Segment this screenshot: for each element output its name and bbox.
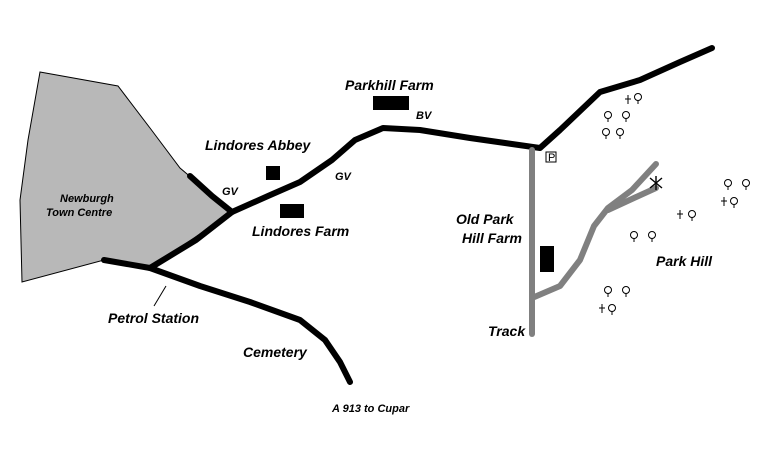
- label-a913: A 913 to Cupar: [331, 403, 410, 415]
- tree-icon: [622, 111, 630, 122]
- tree-icon: [599, 304, 605, 313]
- viewpoint-icon: [649, 176, 663, 190]
- tree-icon: [602, 128, 610, 139]
- tree-icon: [721, 197, 727, 206]
- tree-icon: [677, 210, 683, 219]
- tree-icon: [616, 128, 624, 139]
- label-old-park-hill-farm-line1: Old Park: [456, 211, 515, 227]
- label-gv-right: GV: [335, 171, 353, 183]
- label-park-hill: Park Hill: [656, 253, 713, 269]
- label-parkhill-farm: Parkhill Farm: [345, 77, 434, 93]
- road-west: [101, 257, 153, 271]
- label-lindores-farm: Lindores Farm: [252, 223, 349, 239]
- label-lindores-abbey: Lindores Abbey: [205, 137, 311, 153]
- tree-icon: [604, 286, 612, 297]
- label-town-line1: Newburgh: [60, 193, 114, 205]
- old-park-hill-farm-building: [540, 246, 554, 272]
- park-hill-path: [529, 161, 659, 301]
- tree-icon: [724, 179, 732, 190]
- label-petrol-station: Petrol Station: [108, 310, 199, 326]
- lindores-abbey-building: [266, 166, 280, 180]
- label-cemetery: Cemetery: [243, 344, 308, 360]
- parking-icon: P: [545, 151, 557, 164]
- tree-icon: [688, 210, 696, 221]
- label-gv-left: GV: [222, 186, 240, 198]
- main-road-north: [229, 45, 715, 215]
- tree-icon: [648, 231, 656, 242]
- road-town-spur: [147, 209, 235, 271]
- tree-icon: [630, 231, 638, 242]
- label-track: Track: [488, 323, 526, 339]
- tree-icon: [730, 197, 738, 208]
- tree-icon: [625, 95, 631, 104]
- label-old-park-hill-farm-line2: Hill Farm: [462, 230, 522, 246]
- tree-icon: [634, 93, 642, 104]
- parkhill-farm-building: [373, 96, 409, 110]
- park-hill-path-branch: [605, 185, 659, 213]
- newburgh-town-area: [19, 71, 233, 283]
- label-town-line2: Town Centre: [46, 207, 112, 219]
- tree-icon: [622, 286, 630, 297]
- petrol-station-pointer: [153, 285, 167, 307]
- svg-text:P: P: [548, 152, 555, 164]
- tree-icon: [604, 111, 612, 122]
- tree-icon: [742, 179, 750, 190]
- road-to-town: [187, 173, 235, 215]
- road-a913: [147, 265, 353, 385]
- label-bv: BV: [416, 110, 433, 122]
- lindores-farm-building: [280, 204, 304, 218]
- tree-icon: [608, 304, 616, 315]
